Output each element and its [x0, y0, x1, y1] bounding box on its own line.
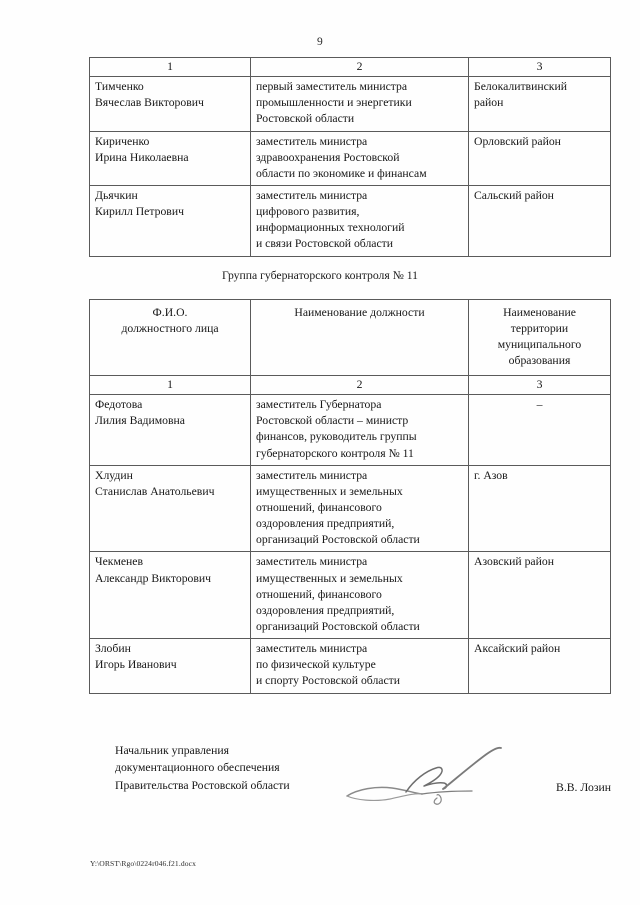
official-position: заместитель министра по физической культ… — [250, 638, 469, 694]
column-number-1: 1 — [89, 374, 251, 396]
official-position: заместитель министра имущественных и зем… — [250, 464, 469, 553]
official-position: заместитель министра цифрового развития,… — [250, 184, 469, 257]
official-position: заместитель Губернатора Ростовской облас… — [250, 394, 469, 466]
table-row: Чекменев Александр Викторович заместител… — [89, 551, 611, 640]
table-row: Хлудин Станислав Анатольевич заместитель… — [89, 464, 611, 553]
header-official-territory: Наименование территории муниципального о… — [468, 299, 611, 376]
officials-table-continued: 1 2 3 Тимченко Вячеслав Викторович первы… — [89, 56, 611, 257]
official-name: Федотова Лилия Вадимовна — [89, 394, 251, 466]
official-territory: Белокалитвинский район — [468, 76, 611, 132]
official-territory: Орловский район — [468, 130, 611, 186]
official-territory: – — [468, 394, 611, 466]
official-name: Тимченко Вячеслав Викторович — [89, 76, 251, 132]
signatory-title: Начальник управления документационного о… — [115, 744, 290, 792]
official-position: заместитель министра здравоохранения Рос… — [250, 130, 469, 186]
column-number-3: 3 — [468, 56, 611, 78]
table-row: Дьячкин Кирилл Петрович заместитель мини… — [89, 184, 611, 257]
table-row: Федотова Лилия Вадимовна заместитель Губ… — [89, 394, 611, 466]
official-territory: Аксайский район — [468, 638, 611, 694]
column-number-2: 2 — [250, 56, 469, 78]
table-row-column-numbers: 1 2 3 — [89, 56, 611, 78]
official-territory: Азовский район — [468, 551, 611, 640]
table-row: Тимченко Вячеслав Викторович первый заме… — [89, 76, 611, 132]
official-name: Чекменев Александр Викторович — [89, 551, 251, 640]
group-heading: Группа губернаторского контроля № 11 — [221, 269, 419, 282]
column-number-3: 3 — [468, 374, 611, 396]
column-number-1: 1 — [89, 56, 251, 78]
footer-file-path: Y:\ORST\Rgo\0224r046.f21.docx — [90, 859, 196, 868]
page-number: 9 — [317, 36, 323, 48]
official-territory: г. Азов — [468, 464, 611, 553]
handwritten-signature-icon — [344, 746, 504, 808]
official-name: Хлудин Станислав Анатольевич — [89, 464, 251, 553]
official-territory: Сальский район — [468, 184, 611, 257]
official-name: Дьячкин Кирилл Петрович — [89, 184, 251, 257]
table-row: Кириченко Ирина Николаевна заместитель м… — [89, 130, 611, 186]
column-number-2: 2 — [250, 374, 469, 396]
header-official-name: Ф.И.О. должностного лица — [89, 299, 251, 376]
officials-table-group-11: Ф.И.О. должностного лица Наименование до… — [89, 299, 611, 694]
official-name: Кириченко Ирина Николаевна — [89, 130, 251, 186]
table-row: Злобин Игорь Иванович заместитель минист… — [89, 638, 611, 694]
signatory-name: В.В. Лозин — [556, 781, 611, 794]
official-position: первый заместитель министра промышленнос… — [250, 76, 469, 132]
signature-block: Начальник управления документационного о… — [89, 742, 611, 812]
table-row-column-numbers: 1 2 3 — [89, 374, 611, 396]
official-name: Злобин Игорь Иванович — [89, 638, 251, 694]
table-header-row: Ф.И.О. должностного лица Наименование до… — [89, 299, 611, 376]
header-official-position: Наименование должности — [250, 299, 469, 376]
official-position: заместитель министра имущественных и зем… — [250, 551, 469, 640]
